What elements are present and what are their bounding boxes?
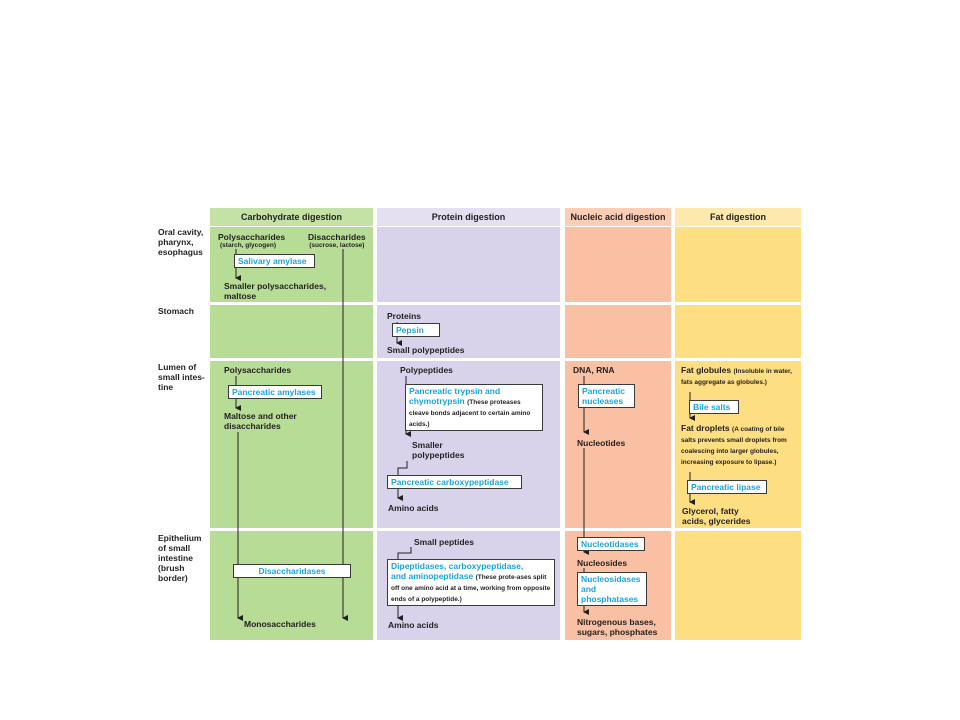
enzyme-bile-salts: Bile salts xyxy=(689,400,739,414)
enzyme-disaccharidases: Disaccharidases xyxy=(233,564,351,578)
row-label-oral: Oral cavity,pharynx,esophagus xyxy=(158,227,204,257)
enzyme-pancreatic-amylases: Pancreatic amylases xyxy=(228,385,322,399)
nucleic-nucleosides: Nucleosides xyxy=(577,558,628,568)
nucleic-dna-rna: DNA, RNA xyxy=(573,365,615,375)
protein-polypeptides: Polypeptides xyxy=(400,365,453,375)
header-carbohydrate: Carbohydrate digestion xyxy=(210,208,373,226)
fat-lumen-panel xyxy=(675,361,801,528)
enzyme-pancreatic-lipase: Pancreatic lipase xyxy=(687,480,767,494)
carb-lumen-polysaccharides: Polysaccharides xyxy=(224,365,292,375)
protein-amino-acids-2: Amino acids xyxy=(388,620,439,630)
fat-stomach-panel xyxy=(675,305,801,358)
enzyme-dipeptidases: Dipeptidases, carboxypeptidase, and amin… xyxy=(387,559,555,606)
protein-small-polypeptides: Small polypeptides xyxy=(387,345,465,355)
nucleic-nucleotides: Nucleotides xyxy=(577,438,626,448)
protein-proteins: Proteins xyxy=(387,311,422,321)
enzyme-pancreatic-trypsin: Pancreatic trypsin and chymotrypsin (The… xyxy=(405,384,543,431)
header-nucleic: Nucleic acid digestion xyxy=(565,208,671,226)
enzyme-pancreatic-carboxypeptidase: Pancreatic carboxypeptidase xyxy=(387,475,522,489)
header-fat: Fat digestion xyxy=(675,208,801,226)
nucleic-stomach-panel xyxy=(565,305,671,358)
carb-epithelium-panel xyxy=(210,531,373,640)
protein-amino-acids-1: Amino acids xyxy=(388,503,439,513)
nucleic-oral-panel xyxy=(565,227,671,302)
carb-disaccharides: Disaccharides (sucrose, lactose) xyxy=(308,232,366,249)
header-protein: Protein digestion xyxy=(377,208,560,226)
fat-globules: Fat globules (Insoluble in water, fats a… xyxy=(681,365,792,386)
carb-polysaccharides: Polysaccharides (starch, glycogen) xyxy=(218,232,286,249)
nucleic-products: Nitrogenous bases,sugars, phosphates xyxy=(577,617,658,637)
protein-small-peptides: Small peptides xyxy=(414,537,474,547)
carb-smaller-polysaccharides: Smaller polysaccharides,maltose xyxy=(224,281,327,301)
carb-monosaccharides: Monosaccharides xyxy=(244,619,316,629)
carb-stomach-panel xyxy=(210,305,373,358)
fat-oral-panel xyxy=(675,227,801,302)
enzyme-pepsin: Pepsin xyxy=(392,323,440,337)
protein-oral-panel xyxy=(377,227,560,302)
row-label-stomach: Stomach xyxy=(158,306,194,316)
enzyme-nucleotidases: Nucleotidases xyxy=(577,537,645,551)
enzyme-salivary-amylase: Salivary amylase xyxy=(234,254,315,268)
fat-droplets: Fat droplets (A coating of bile salts pr… xyxy=(681,423,787,466)
fat-epithelium-panel xyxy=(675,531,801,640)
